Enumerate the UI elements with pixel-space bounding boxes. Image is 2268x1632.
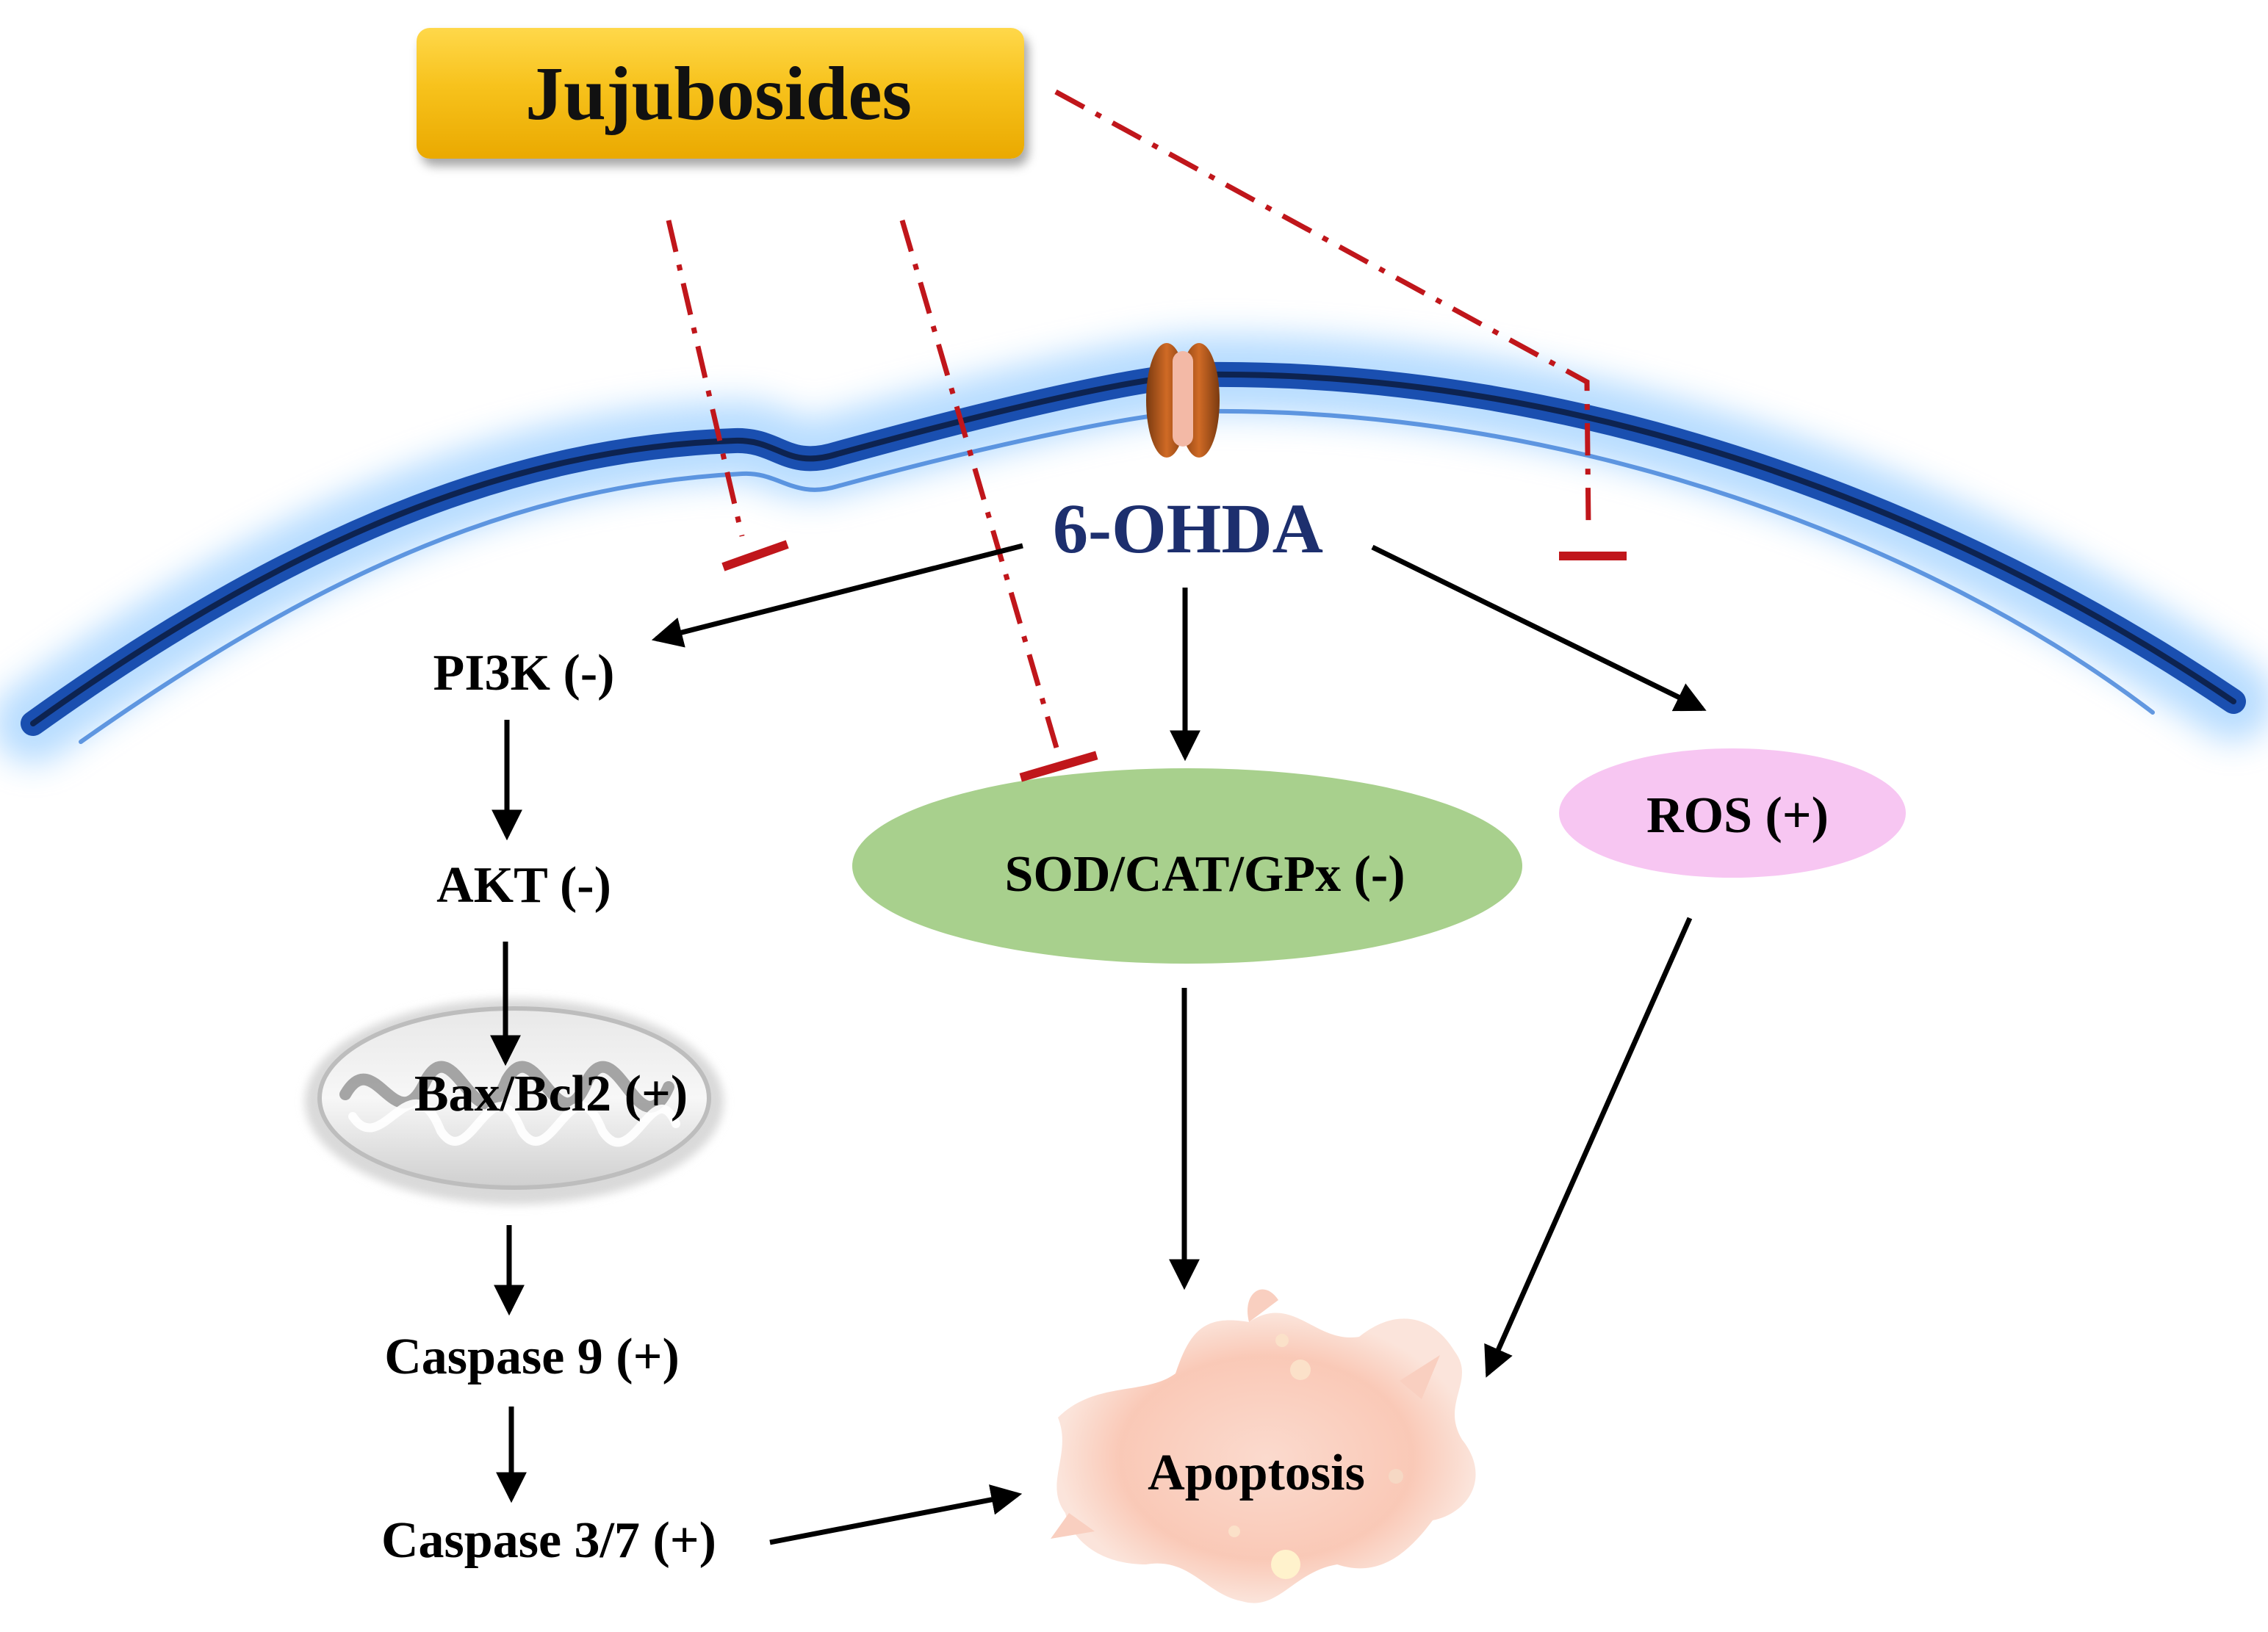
inhibit-sod-edge: [899, 220, 1061, 754]
activation-edges: [490, 543, 1707, 1545]
apoptosis-label: Apoptosis: [1148, 1445, 1365, 1501]
jujubosides-label: Jujubosides: [525, 51, 912, 136]
ion-channel-icon: [1146, 343, 1220, 458]
inhibit-pi3k-edge: [666, 220, 745, 537]
ros-to-apoptosis-arrow: [1484, 917, 1693, 1378]
inhibit-ros-edge: [1054, 89, 1591, 526]
pi3k-label: PI3K (-): [433, 645, 615, 701]
sod-cat-gpx-label: SOD/CAT/GPx (-): [1004, 846, 1405, 903]
bax-bcl2-label: Bax/Bcl2 (+): [414, 1066, 688, 1122]
inhibition-bars: [721, 540, 1627, 782]
ros-ellipse: [1559, 748, 1906, 878]
akt-label: AKT (-): [436, 857, 611, 914]
inhibit-sod-bar: [1019, 751, 1098, 782]
ohda-to-pi3k-arrow: [651, 543, 1023, 648]
apoptotic-cell-icon: [1051, 1289, 1476, 1603]
ros-label: ROS (+): [1646, 787, 1829, 844]
jujubosides-box: [417, 28, 1024, 159]
caspase-9-label: Caspase 9 (+): [384, 1329, 680, 1385]
mitochondrion-icon: [305, 999, 724, 1205]
cell-membrane: [0, 333, 2268, 764]
ohda-label: 6-OHDA: [1053, 489, 1323, 568]
inhibit-pi3k-bar: [721, 540, 789, 571]
inhibition-edges: [666, 89, 1591, 754]
casp37-to-apoptosis-arrow: [769, 1484, 1023, 1545]
sod-cat-gpx-ellipse: [852, 768, 1522, 964]
ohda-to-ros-arrow: [1371, 544, 1707, 712]
caspase-3-7-label: Caspase 3/7 (+): [381, 1512, 716, 1569]
